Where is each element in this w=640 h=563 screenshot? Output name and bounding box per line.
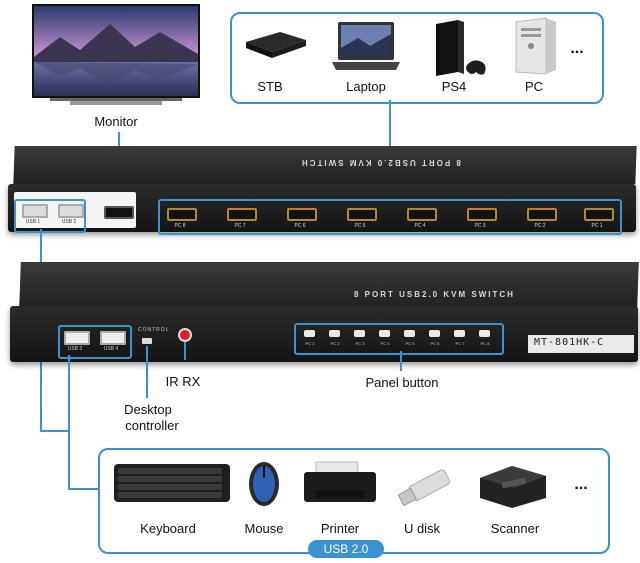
usb-flash-drive-icon — [392, 468, 456, 513]
control-port — [142, 338, 152, 344]
scanner-icon — [472, 458, 554, 517]
monitor-hdmi-port — [104, 206, 134, 219]
hdmi-port-label: PC 4 — [414, 223, 426, 229]
usb-device-label-printer: Printer — [320, 521, 360, 536]
usb-port — [100, 331, 126, 345]
connector-line — [146, 346, 148, 398]
usb-port-label: USB 4 — [103, 346, 119, 352]
model-plate — [528, 335, 634, 353]
kvm-front-title: 8 PORT USB2.0 KVM SWITCH — [300, 158, 461, 167]
monitor-label: Monitor — [94, 114, 138, 129]
panel-button[interactable] — [354, 330, 365, 337]
usb-device-label-scanner: Scanner — [490, 521, 540, 536]
usb-port — [58, 204, 84, 218]
more-usb-devices-ellipsis: ... — [574, 476, 588, 493]
hdmi-port — [407, 208, 437, 221]
hdmi-port-label: PC 1 — [591, 223, 603, 229]
desktop-controller-label-line2: controller — [125, 418, 179, 433]
connector-line — [40, 430, 68, 432]
usb-port-label: USB 1 — [25, 219, 41, 225]
model-number: MT-801HK-C — [534, 337, 605, 348]
usb-port — [22, 204, 48, 218]
usb-2-badge: USB 2.0 — [308, 540, 384, 558]
usb-device-label-mouse: Mouse — [244, 521, 284, 536]
set-top-box-icon — [240, 24, 310, 69]
ir-receiver — [178, 328, 192, 342]
hdmi-port — [167, 208, 197, 221]
hdmi-port-label: PC 6 — [294, 223, 306, 229]
panel-button-label: PC 2 — [330, 341, 340, 346]
panel-button[interactable] — [379, 330, 390, 337]
usb-port-label: USB 2 — [61, 219, 77, 225]
usb-device-label-u-disk: U disk — [403, 521, 441, 536]
hdmi-ports-panel — [158, 199, 622, 235]
keyboard-icon — [112, 460, 232, 511]
ir-rx-label: IR RX — [165, 374, 201, 389]
panel-button[interactable] — [304, 330, 315, 337]
panel-buttons-highlight — [294, 323, 504, 355]
device-label-ps4: PS4 — [441, 79, 467, 94]
hdmi-port-label: PC 8 — [174, 223, 186, 229]
more-devices-ellipsis: ... — [570, 40, 584, 57]
panel-button[interactable] — [454, 330, 465, 337]
device-label-stb: STB — [257, 79, 283, 94]
panel-button-label: PC 7 — [455, 341, 465, 346]
connector-line — [400, 351, 402, 371]
panel-button-label-callout: Panel button — [365, 375, 439, 390]
panel-button[interactable] — [429, 330, 440, 337]
desktop-controller-label-line1: Desktop — [124, 402, 172, 417]
source-devices-panel — [230, 12, 604, 104]
monitor-image — [30, 2, 202, 110]
hdmi-port-label: PC 2 — [534, 223, 546, 229]
panel-button-label: PC 5 — [405, 341, 415, 346]
usb-device-label-keyboard: Keyboard — [140, 521, 196, 536]
hdmi-port-label: PC 5 — [354, 223, 366, 229]
printer-icon — [300, 460, 380, 515]
panel-button[interactable] — [404, 330, 415, 337]
mouse-icon — [244, 458, 284, 515]
usb-port-label: USB 3 — [67, 346, 83, 352]
control-label: CONTROL — [138, 327, 170, 333]
panel-button[interactable] — [479, 330, 490, 337]
panel-button-label: PC 6 — [430, 341, 440, 346]
hdmi-port — [527, 208, 557, 221]
hdmi-port — [287, 208, 317, 221]
desktop-tower-icon — [512, 16, 562, 81]
connector-line — [68, 355, 70, 489]
hdmi-port — [467, 208, 497, 221]
back-usb-highlight — [58, 325, 132, 359]
connector-line — [68, 488, 100, 490]
game-console-icon — [430, 18, 490, 83]
hdmi-port — [347, 208, 377, 221]
kvm-back-top — [19, 262, 639, 308]
device-label-pc: PC — [524, 79, 544, 94]
hdmi-port-label: PC 7 — [234, 223, 246, 229]
connector-line — [184, 342, 186, 360]
panel-button-label: PC 1 — [305, 341, 315, 346]
laptop-icon — [328, 20, 404, 81]
panel-button-label: PC 8 — [480, 341, 490, 346]
hdmi-port — [227, 208, 257, 221]
device-label-laptop: Laptop — [346, 79, 386, 94]
kvm-back-title: 8 PORT USB2.0 KVM SWITCH — [354, 290, 515, 299]
usb-port — [64, 331, 90, 345]
panel-button[interactable] — [329, 330, 340, 337]
hdmi-port-label: PC 3 — [474, 223, 486, 229]
hdmi-port — [584, 208, 614, 221]
panel-button-label: PC 4 — [380, 341, 390, 346]
panel-button-label: PC 3 — [355, 341, 365, 346]
front-usb-highlight — [14, 199, 86, 233]
